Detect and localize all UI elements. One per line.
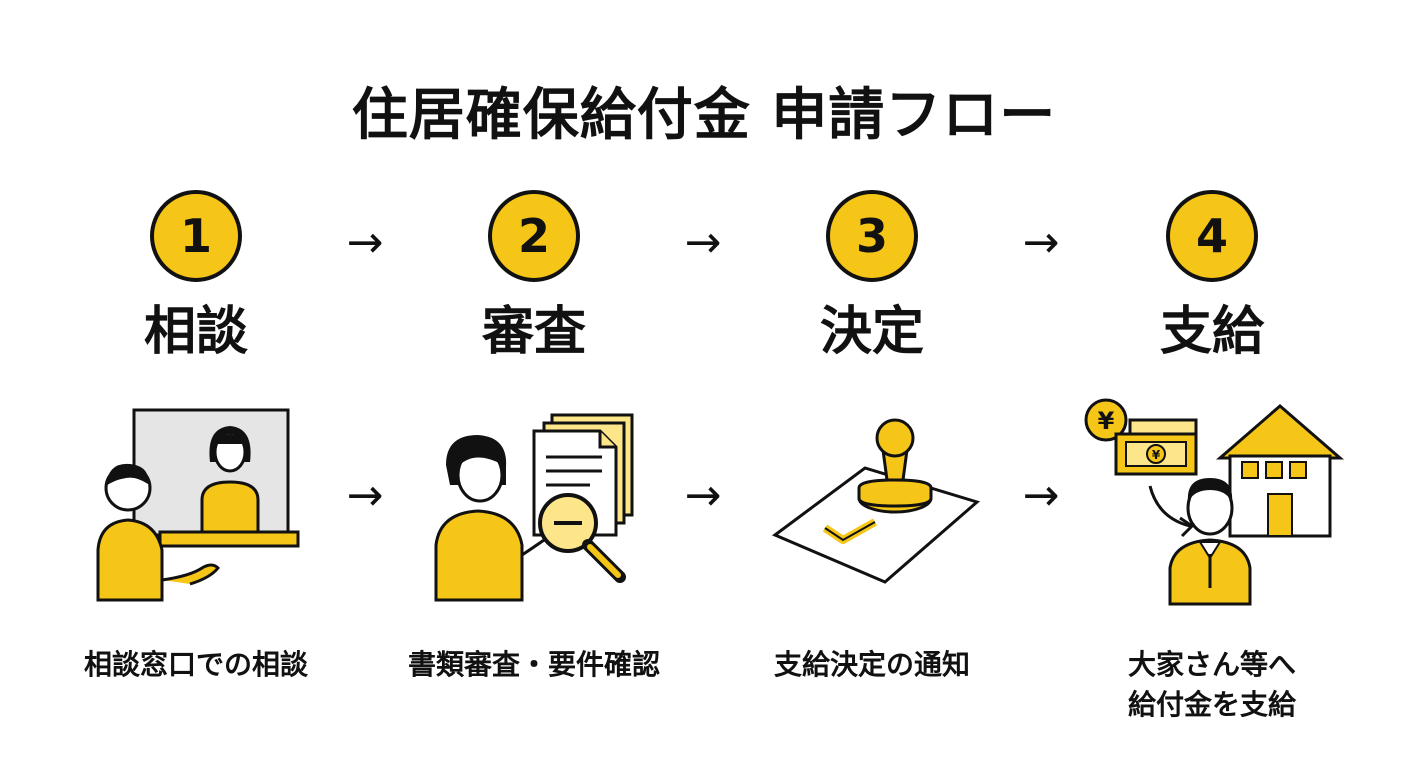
arrow-right-icon: → bbox=[346, 470, 384, 521]
arrow-right-icon: → bbox=[1022, 470, 1060, 521]
arrow-right-icon: → bbox=[346, 217, 384, 268]
step-description: 大家さん等へ 給付金を支給 bbox=[1062, 645, 1362, 725]
step-number-badge: 2 bbox=[488, 190, 580, 282]
description-line: 書類審査・要件確認 bbox=[407, 648, 660, 681]
step-label: 決定 bbox=[819, 302, 924, 362]
step-label: 審査 bbox=[481, 302, 586, 362]
step-1: 1 相談 bbox=[66, 190, 326, 364]
step-3: 3 決定 bbox=[742, 190, 1002, 364]
step-number-badge: 1 bbox=[150, 190, 242, 282]
arrow-right-icon: → bbox=[684, 217, 722, 268]
arrow-right-icon: → bbox=[1022, 217, 1060, 268]
step-number-badge: 3 bbox=[826, 190, 918, 282]
description-line: 給付金を支給 bbox=[1127, 688, 1296, 721]
page-title: 住居確保給付金 申請フロー bbox=[351, 83, 1057, 148]
step-description: 書類審査・要件確認 bbox=[384, 645, 684, 685]
step-description: 相談窓口での相談 bbox=[46, 645, 346, 685]
yen-symbol: ¥ bbox=[1152, 448, 1161, 462]
document-review-icon bbox=[434, 413, 634, 602]
consultation-icon bbox=[96, 408, 300, 602]
step-label: 支給 bbox=[1159, 302, 1264, 362]
arrow-right-icon: → bbox=[684, 470, 722, 521]
step-label: 相談 bbox=[143, 302, 248, 362]
payment-icon: ¥ ¥ bbox=[1084, 398, 1345, 606]
step-4: 4 支給 bbox=[1082, 190, 1342, 364]
stamp-approval-icon bbox=[772, 418, 981, 584]
description-line: 相談窓口での相談 bbox=[83, 648, 308, 681]
description-line: 支給決定の通知 bbox=[773, 648, 970, 681]
step-2: 2 審査 bbox=[404, 190, 664, 364]
step-description: 支給決定の通知 bbox=[722, 645, 1022, 685]
description-line: 大家さん等へ bbox=[1127, 648, 1296, 681]
yen-symbol: ¥ bbox=[1098, 407, 1115, 435]
step-number-badge: 4 bbox=[1166, 190, 1258, 282]
